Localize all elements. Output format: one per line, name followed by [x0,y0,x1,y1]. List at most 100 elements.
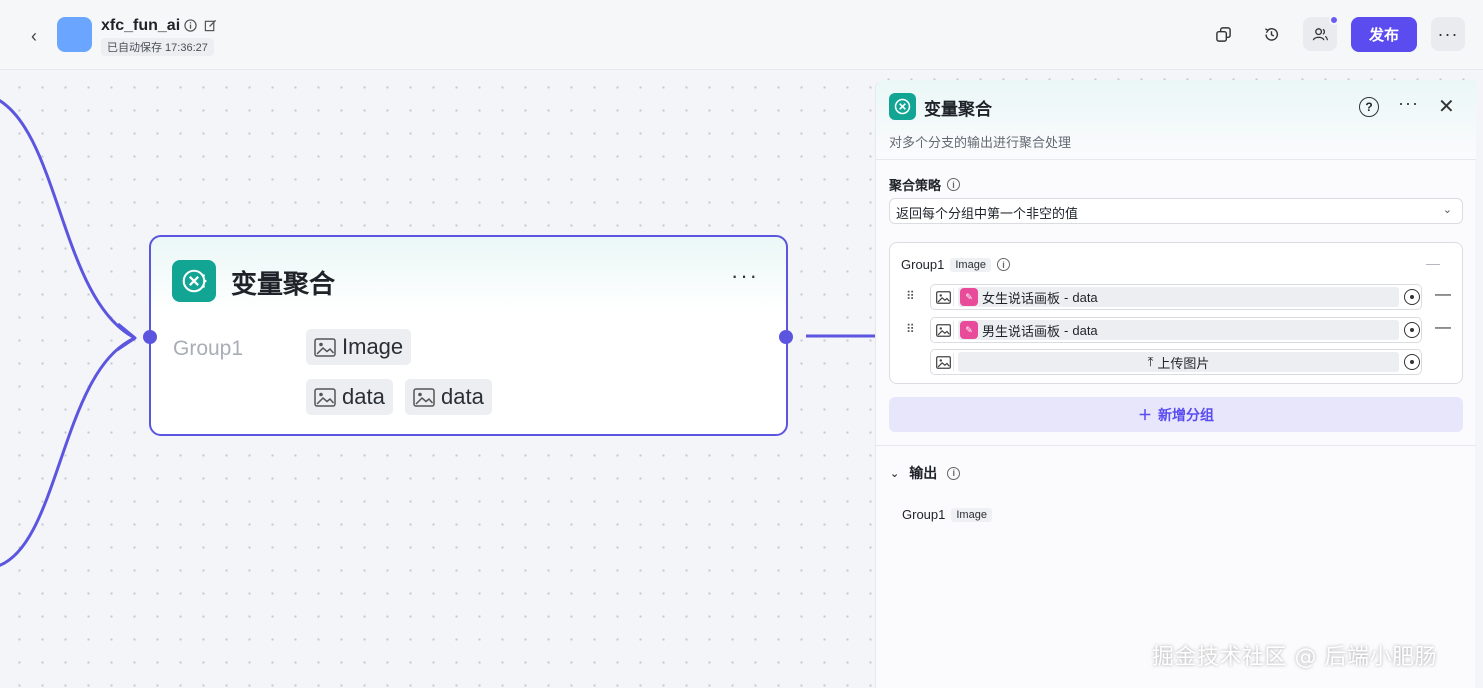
top-bar: ‹ xfc_fun_ai 已自动保存 17:36:27 发布 ··· [0,0,1483,70]
divider [876,445,1476,446]
variable-picker-icon[interactable] [1404,354,1420,370]
ref-separator: - [1064,289,1069,305]
info-icon[interactable]: i [996,258,1010,271]
app-avatar [57,17,92,52]
autosave-badge: 已自动保存 17:36:27 [101,38,214,56]
output-label: 输出 [909,465,938,481]
aggregate-icon [889,93,916,120]
drag-handle-icon[interactable]: ⠿ [906,289,915,303]
edge-arrowhead [116,322,137,352]
copy-icon [1215,26,1231,42]
panel-header: 变量聚合 对多个分支的输出进行聚合处理 ? ··· ✕ [876,80,1476,160]
output-handle[interactable] [779,330,793,344]
chevron-down-icon: ⌄ [1442,204,1452,216]
app-title: xfc_fun_ai [101,17,181,34]
node-type-chip: Image [306,329,412,365]
node-variable-chip: data [306,379,393,415]
add-group-label: 新增分组 [1158,406,1214,423]
strategy-label: 聚合策略 i [889,175,961,194]
group-name: Group1 [901,257,945,272]
node-more-button[interactable]: ··· [731,263,759,288]
ref-source: 女生说话画板 [982,290,1061,306]
info-icon[interactable]: i [947,466,961,480]
strategy-value: 返回每个分组中第一个非空的值 [896,206,1079,221]
output-section-toggle[interactable]: ⌄ 输出 i [890,463,961,483]
close-icon[interactable]: ✕ [1438,96,1455,118]
chip-label: data [342,384,385,409]
panel-description: 对多个分支的输出进行聚合处理 [889,135,1072,150]
copy-button[interactable] [1206,17,1240,51]
watermark: 掘金技术社区 @ 后端小肥肠 [1152,645,1437,670]
edge-from-upper [0,99,136,340]
image-icon [934,353,954,371]
group-header: Group1 Image i [901,257,1010,272]
upload-row: ⤒ 上传图片 [890,349,1464,375]
image-icon [314,387,336,407]
chevron-down-icon: ⌄ [890,467,900,480]
upload-image-button[interactable]: ⤒ 上传图片 [958,352,1399,372]
group-variable-row: ⠿ ✎ 男生说话画板 - data — [890,317,1464,343]
chip-label: Image [342,334,404,359]
canvas-node-icon: ✎ [960,288,978,306]
panel-more-button[interactable]: ··· [1398,93,1419,113]
chip-label: data [441,384,484,409]
ref-source: 男生说话画板 [982,323,1061,339]
ref-field: data [1072,289,1098,305]
panel-title: 变量聚合 [924,100,992,119]
canvas-strip [875,70,1483,80]
image-icon [934,321,954,339]
group-collapse-button[interactable]: — [1426,255,1440,271]
drag-handle-icon[interactable]: ⠿ [906,322,915,336]
upload-field: ⤒ 上传图片 [930,349,1422,375]
remove-button[interactable]: — [1435,286,1451,303]
ref-separator: - [1064,322,1069,338]
edge-from-lower [0,336,136,567]
users-icon [1312,27,1328,40]
publish-button[interactable]: 发布 [1351,17,1417,52]
strategy-label-text: 聚合策略 [889,178,942,193]
collaborators-button[interactable] [1303,15,1339,51]
variable-picker-icon[interactable] [1404,289,1420,305]
variable-aggregate-node[interactable]: 变量聚合 ··· Group1 Image data data [143,235,793,436]
type-tag: Image [951,507,992,522]
edit-icon[interactable] [203,18,217,32]
variable-reference[interactable]: ✎ 女生说话画板 - data [958,287,1399,307]
back-chevron-icon[interactable]: ‹ [31,25,37,46]
variable-picker-icon[interactable] [1404,322,1420,338]
canvas-node-icon: ✎ [960,321,978,339]
help-icon[interactable]: ? [1359,97,1379,117]
variable-reference[interactable]: ✎ 男生说话画板 - data [958,320,1399,340]
variable-field: ✎ 女生说话画板 - data [930,284,1422,310]
variable-field: ✎ 男生说话画板 - data [930,317,1422,343]
input-handle[interactable] [143,330,157,344]
aggregate-icon [172,260,216,302]
node-group-label: Group1 [173,337,244,360]
ref-field: data [1072,322,1098,338]
upload-icon: ⤒ [1147,354,1154,369]
workflow-canvas[interactable]: 变量聚合 ··· Group1 Image data data [0,70,875,688]
output-variable: Group1 Image [902,507,992,522]
plus-icon: ＋ [1138,406,1152,423]
info-icon[interactable] [183,18,197,32]
more-menu-button[interactable]: ··· [1431,17,1465,51]
title-actions [183,18,217,32]
history-button[interactable] [1254,17,1288,51]
image-icon [314,337,336,357]
type-tag: Image [950,257,991,272]
notification-dot [1329,15,1339,25]
group-card: Group1 Image i — ⠿ ✎ 女生说话画板 - data — ⠿ [889,242,1463,384]
group-variable-row: ⠿ ✎ 女生说话画板 - data — [890,284,1464,310]
add-group-button[interactable]: ＋ 新增分组 [889,397,1463,432]
node-config-panel: 变量聚合 对多个分支的输出进行聚合处理 ? ··· ✕ 聚合策略 i 返回每个分… [875,80,1476,688]
edges-layer [0,99,875,567]
upload-label: 上传图片 [1157,355,1210,371]
image-icon [934,288,954,306]
strategy-select[interactable]: 返回每个分组中第一个非空的值 ⌄ [889,198,1463,224]
image-icon [413,387,435,407]
info-icon[interactable]: i [947,178,961,191]
output-name: Group1 [902,507,946,522]
node-title: 变量聚合 [231,269,336,299]
node-variable-chip: data [405,379,492,415]
remove-button[interactable]: — [1435,319,1451,336]
history-icon [1264,27,1278,41]
